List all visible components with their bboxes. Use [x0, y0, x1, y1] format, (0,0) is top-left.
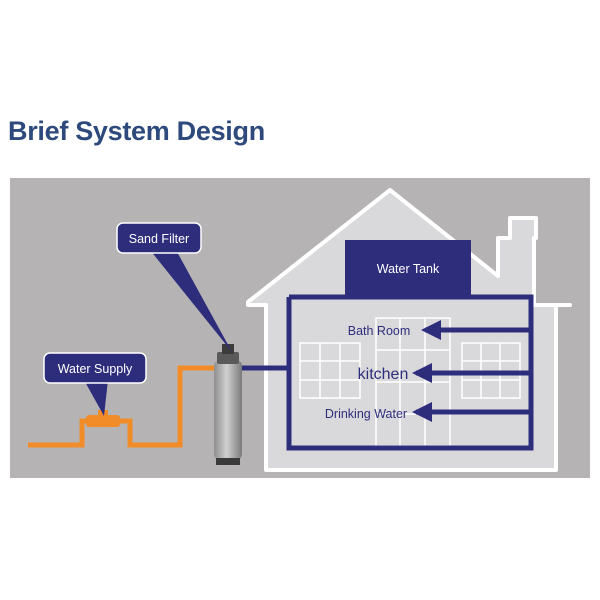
bath-room-label: Bath Room — [348, 324, 411, 338]
sand-filter-callout: Sand Filter — [116, 222, 232, 352]
supply-pipe — [28, 365, 220, 448]
house-pipework — [238, 294, 534, 451]
drinking-water-label: Drinking Water — [325, 407, 407, 421]
water-supply-label: Water Supply — [58, 362, 133, 376]
water-supply-callout: Water Supply — [43, 352, 147, 416]
page-title: Brief System Design — [8, 116, 265, 146]
sand-filter-tank — [214, 344, 242, 465]
water-tank-label: Water Tank — [377, 262, 440, 276]
sand-filter-label: Sand Filter — [129, 232, 189, 246]
window-left — [299, 342, 361, 399]
kitchen-label: kitchen — [358, 366, 409, 383]
house — [246, 188, 572, 472]
water-tank — [345, 240, 471, 297]
